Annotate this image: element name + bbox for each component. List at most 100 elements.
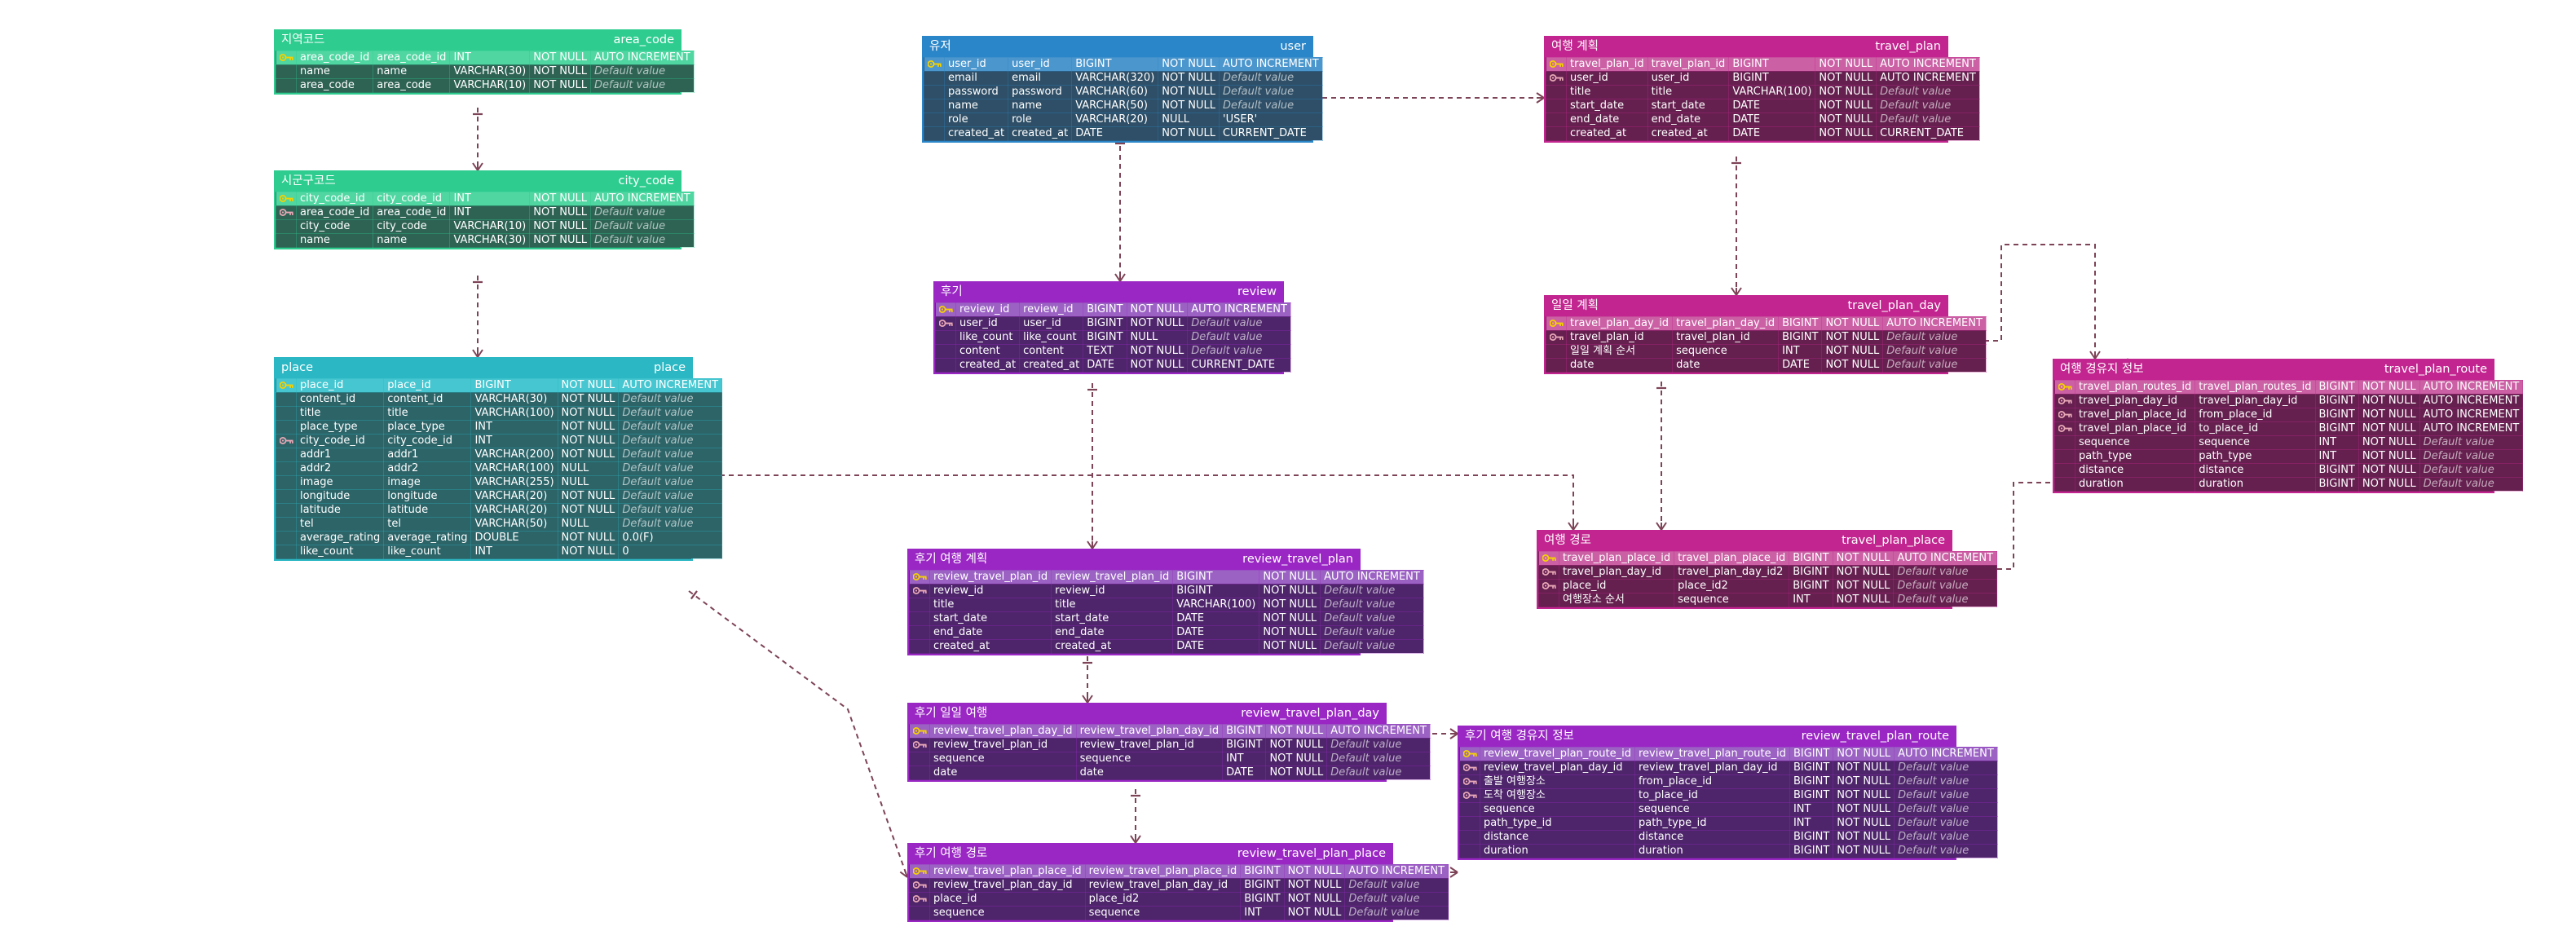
relationship-line[interactable] <box>688 590 908 878</box>
relationship-line[interactable] <box>693 474 1574 530</box>
